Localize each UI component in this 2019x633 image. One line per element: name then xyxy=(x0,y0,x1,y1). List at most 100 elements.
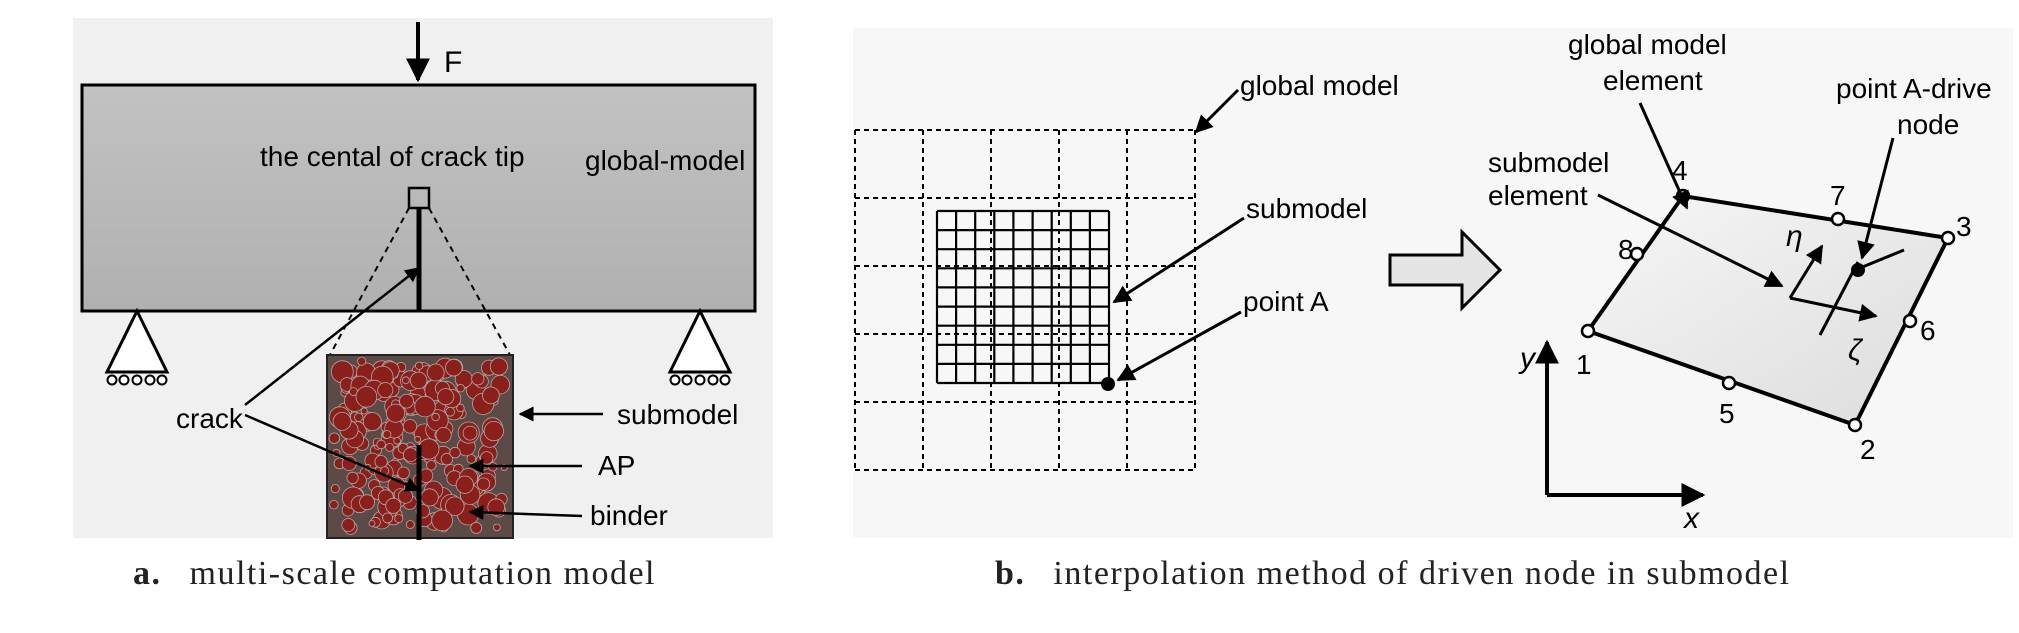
aggregate-particle xyxy=(386,403,406,423)
point-a-drive-label-line1: point A-drive xyxy=(1836,73,1992,104)
aggregate-particle xyxy=(346,471,359,484)
aggregate-particle xyxy=(360,407,368,415)
node-8-marker xyxy=(1629,246,1645,262)
aggregate-particle xyxy=(382,430,392,439)
drive-node-marker xyxy=(1851,263,1865,277)
aggregate-particle xyxy=(462,425,478,441)
global-model-element-leader xyxy=(1638,102,1689,210)
aggregate-particle xyxy=(357,356,367,366)
aggregate-particle xyxy=(374,455,388,469)
aggregate-particle xyxy=(470,522,483,534)
aggregate-particle xyxy=(493,523,501,532)
crack-leader-bottom xyxy=(244,413,421,492)
point-a-marker xyxy=(1101,377,1115,391)
aggregate-particle xyxy=(435,426,452,443)
binder-label: binder xyxy=(590,500,668,531)
binder-leader xyxy=(468,504,583,520)
aggregate-particle xyxy=(426,460,437,471)
aggregate-particle xyxy=(440,452,454,466)
aggregate-particle xyxy=(445,406,455,417)
aggregate-particle xyxy=(354,412,364,422)
global-model-leader xyxy=(1194,88,1240,134)
global-model-element-label-line1: global model xyxy=(1568,29,1727,60)
aggregate-particle xyxy=(393,436,401,445)
caption-a-text: multi-scale computation model xyxy=(189,555,657,592)
submodel-grid xyxy=(935,209,1111,385)
aggregate-particle xyxy=(414,395,436,418)
node-2-marker xyxy=(1847,417,1863,433)
aggregate-particle xyxy=(418,438,440,460)
caption-b-text: interpolation method of driven node in s… xyxy=(1053,555,1791,592)
aggregate-particle xyxy=(401,376,410,385)
right-support xyxy=(667,307,733,386)
panel-a: F the cental of crack tip global-model xyxy=(73,18,773,540)
aggregate-particle xyxy=(431,412,440,422)
aggregate-particle xyxy=(385,442,395,452)
aggregate-particle xyxy=(456,403,465,413)
aggregate-particle xyxy=(399,393,414,409)
submodel-microstructure xyxy=(326,354,514,540)
submodel-element-label-line2: element xyxy=(1488,180,1588,211)
drive-node-stem xyxy=(1818,261,1860,336)
ap-label: AP xyxy=(598,450,635,481)
global-model-label-b: global model xyxy=(1240,70,1399,101)
aggregate-particle xyxy=(377,382,394,399)
aggregate-particle xyxy=(483,420,504,442)
aggregate-particle xyxy=(328,432,341,444)
y-axis-label: y xyxy=(1518,342,1537,375)
aggregate-particle xyxy=(466,454,477,464)
aggregate-particle xyxy=(476,477,491,491)
caption-a: a.multi-scale computation model xyxy=(133,555,656,593)
node-4-label: 4 xyxy=(1672,155,1688,186)
global-model-label: global-model xyxy=(585,145,745,176)
node-2-label: 2 xyxy=(1860,434,1876,465)
point-a-label: point A xyxy=(1243,286,1329,317)
eta-axis xyxy=(1788,244,1824,299)
crack-tip-label: the cental of crack tip xyxy=(260,141,525,172)
aggregate-particle xyxy=(414,435,422,443)
aggregate-particle xyxy=(480,451,494,465)
crack-label: crack xyxy=(176,403,244,434)
node-7-label: 7 xyxy=(1830,180,1846,211)
node-6-label: 6 xyxy=(1920,315,1936,346)
global-model-grid xyxy=(854,129,1196,471)
aggregate-particle xyxy=(489,357,508,376)
aggregate-particle xyxy=(456,384,465,393)
aggregate-particle xyxy=(445,496,465,516)
aggregate-particle xyxy=(397,466,410,480)
aggregate-particle xyxy=(414,361,424,370)
node-8-label: 8 xyxy=(1618,234,1634,265)
force-label: F xyxy=(444,46,462,79)
aggregate-particle xyxy=(405,520,415,529)
aggregate-particle xyxy=(368,520,376,527)
node-6-marker xyxy=(1902,313,1918,329)
aggregate-particle xyxy=(409,371,428,390)
node-1-marker xyxy=(1580,323,1596,339)
aggregate-particle xyxy=(376,439,386,450)
aggregate-particle xyxy=(394,514,404,524)
aggregate-particle xyxy=(329,500,339,510)
aggregate-particle xyxy=(402,447,418,463)
aggregate-particle xyxy=(431,509,453,532)
submodel-leader-b xyxy=(1112,216,1245,304)
node-3-label: 3 xyxy=(1956,211,1972,242)
transform-arrow xyxy=(1388,228,1503,312)
aggregate-particle xyxy=(437,388,455,406)
zoom-line-left xyxy=(329,207,410,356)
submodel-label-a: submodel xyxy=(617,399,738,430)
node-5-marker xyxy=(1721,375,1737,391)
crack-leader-top xyxy=(244,267,421,406)
aggregate-particle xyxy=(420,488,439,507)
aggregate-particle xyxy=(402,419,418,434)
node-3-marker xyxy=(1940,230,1956,246)
eta-label: η xyxy=(1786,220,1803,253)
aggregate-particle xyxy=(455,475,474,494)
aggregate-particle xyxy=(341,518,356,532)
aggregate-particle xyxy=(426,363,445,382)
aggregate-particle xyxy=(382,512,394,524)
node-5-label: 5 xyxy=(1719,398,1735,429)
point-a-drive-label-line2: node xyxy=(1897,109,1959,140)
caption-b: b.interpolation method of driven node in… xyxy=(995,555,1791,593)
node-labels: 1 2 3 4 5 6 7 8 xyxy=(1576,155,1972,465)
